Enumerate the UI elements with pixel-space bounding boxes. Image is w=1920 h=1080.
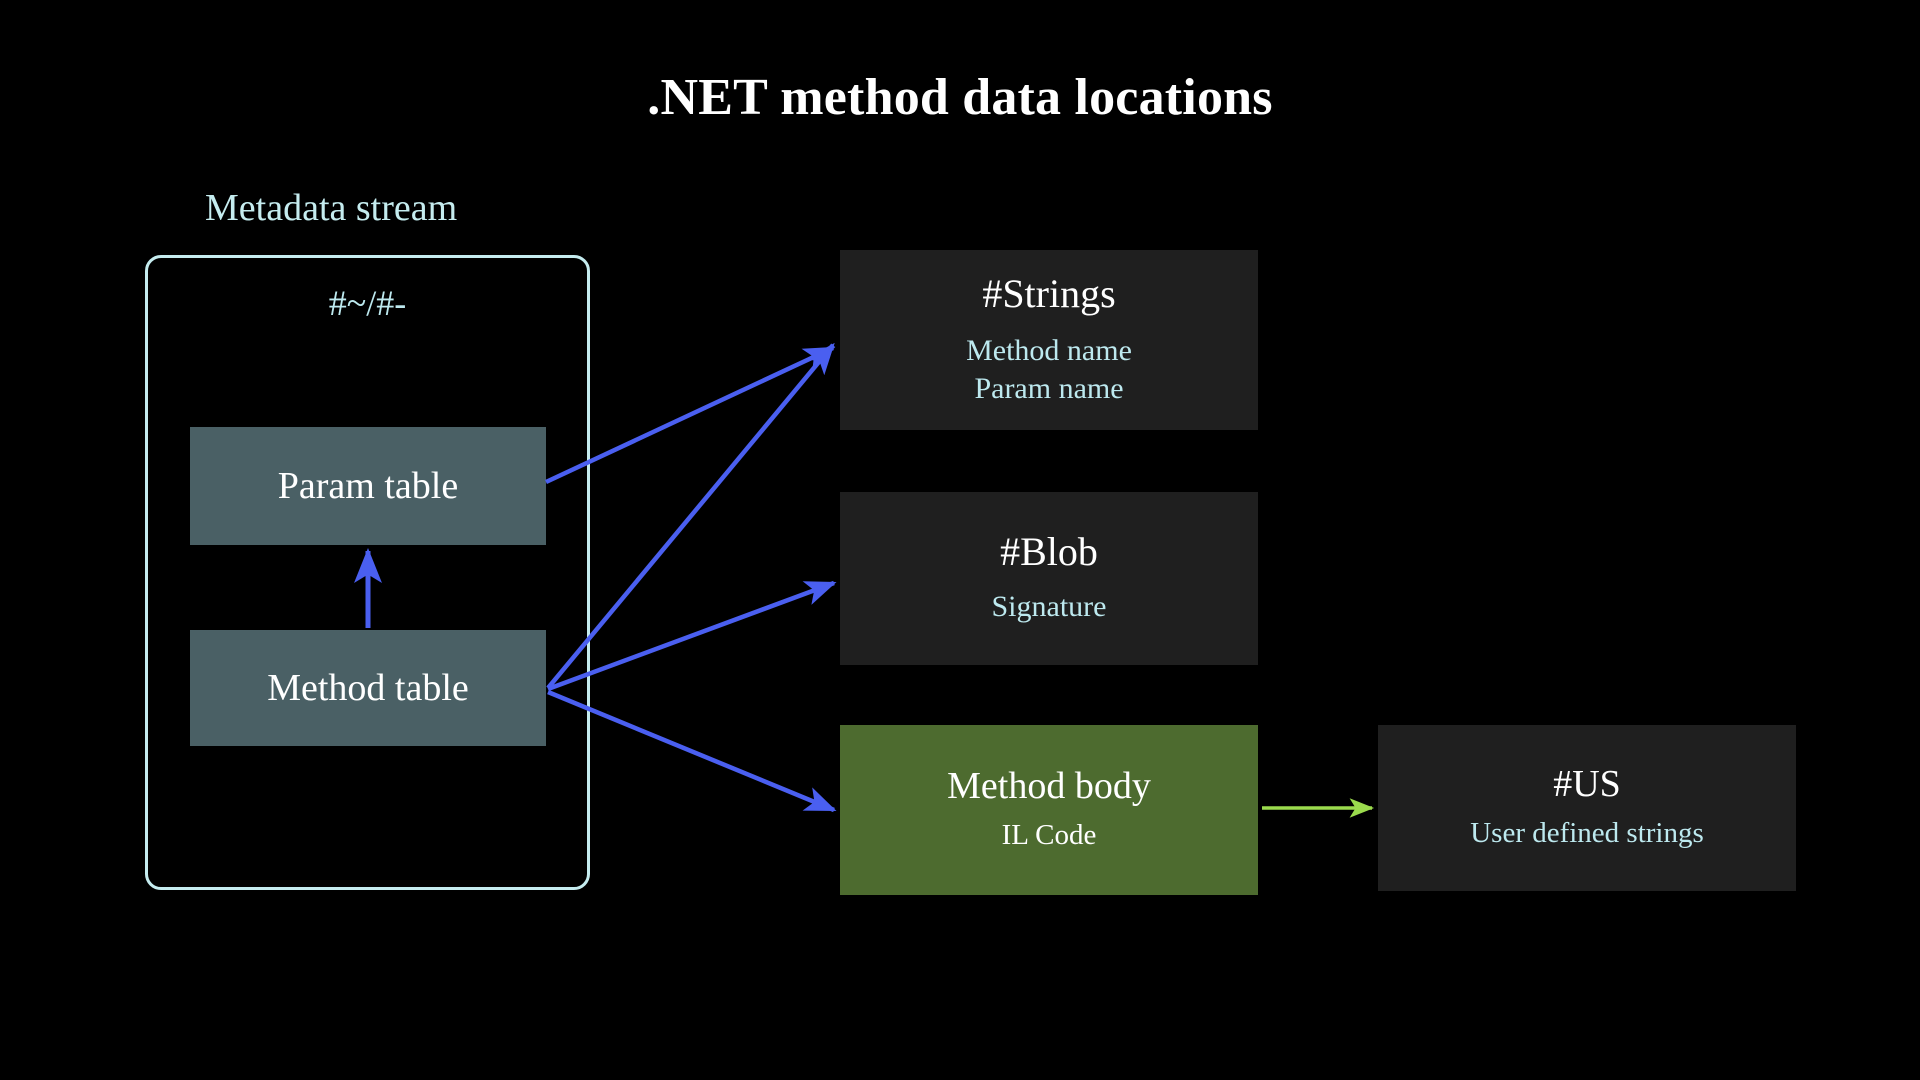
strings-heap-line-2: Param name [974,372,1124,405]
method-table-label: Method table [267,667,469,709]
method-body-line-1: IL Code [1001,819,1097,852]
arrow-method-table-to-strings [546,342,835,690]
blob-heap-title: #Blob [1000,529,1098,575]
blob-heap-line-1: Signature [991,590,1107,624]
arrow-method-table-to-blob [547,580,837,692]
blob-heap-box[interactable]: #Blob Signature [840,492,1258,665]
param-table-label: Param table [277,465,459,507]
param-table-box[interactable]: Param table [190,427,546,545]
method-table-box[interactable]: Method table [190,630,546,746]
method-body-box[interactable]: Method body IL Code [840,725,1258,895]
strings-heap-line-1: Method name [966,333,1132,367]
arrow-method-table-to-method-body [547,689,837,813]
heap-name-label: #~/#- [328,283,407,323]
strings-heap-title: #Strings [982,270,1116,316]
method-body-title: Method body [947,764,1151,807]
strings-heap-box[interactable]: #Strings Method name Param name [840,250,1258,430]
page-title: .NET method data locations [647,69,1273,126]
metadata-stream-container [145,255,590,890]
us-heap-line-1: User defined strings [1470,817,1704,850]
metadata-stream-label: Metadata stream [205,187,458,229]
us-heap-title: #US [1553,762,1621,805]
us-heap-box[interactable]: #US User defined strings [1378,725,1796,891]
